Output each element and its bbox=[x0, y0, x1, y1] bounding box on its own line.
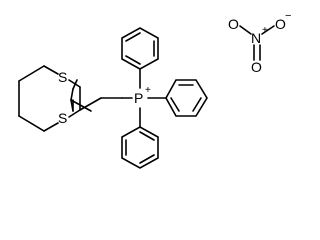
aromatic-inner-bond bbox=[139, 154, 155, 164]
atom-nitrogen: N bbox=[251, 30, 261, 46]
ring-bond bbox=[70, 99, 92, 112]
ring-bond bbox=[43, 122, 59, 132]
atom-oxygen-bottom: O bbox=[251, 59, 262, 75]
phenyl-ring-right bbox=[147, 79, 208, 117]
ring-bond bbox=[18, 115, 45, 132]
atom-sulfur-1: S bbox=[58, 69, 67, 85]
linker-bond bbox=[79, 97, 102, 111]
structure-diagram: S S P + bbox=[18, 10, 291, 169]
ring-bond bbox=[43, 65, 59, 75]
nitrogen-charge: + bbox=[262, 25, 268, 36]
ring-bond bbox=[18, 65, 45, 82]
ring-outline bbox=[121, 27, 159, 70]
atom-oxygen-left: O bbox=[228, 16, 239, 32]
ring-bond bbox=[70, 88, 74, 101]
ring-bond bbox=[68, 109, 81, 118]
n-o-single-bond bbox=[261, 25, 275, 35]
ring-outline bbox=[121, 126, 159, 169]
phenyl-ring-top bbox=[121, 27, 159, 89]
phosphorus-charge: + bbox=[145, 85, 151, 96]
aromatic-inner-bond bbox=[192, 97, 202, 112]
n-o-single-bond bbox=[239, 25, 252, 35]
phenyl-ring-bottom bbox=[121, 107, 159, 169]
aromatic-inner-bond bbox=[170, 97, 180, 112]
nitrate-anion: O − O N + O bbox=[228, 10, 291, 75]
dithiane-ring bbox=[18, 65, 92, 132]
aromatic-inner-bond bbox=[125, 32, 141, 42]
atom-oxygen-top: O bbox=[275, 16, 286, 32]
aromatic-inner-bond bbox=[139, 131, 155, 141]
oxygen-top-charge: − bbox=[285, 10, 291, 22]
ring-bond bbox=[68, 79, 81, 88]
atom-phosphorus: P bbox=[134, 90, 143, 106]
phosphonium-cation: S S P + bbox=[18, 27, 208, 169]
atom-sulfur-2: S bbox=[58, 110, 67, 126]
aromatic-inner-bond bbox=[125, 55, 141, 65]
ring-outline bbox=[165, 79, 208, 117]
